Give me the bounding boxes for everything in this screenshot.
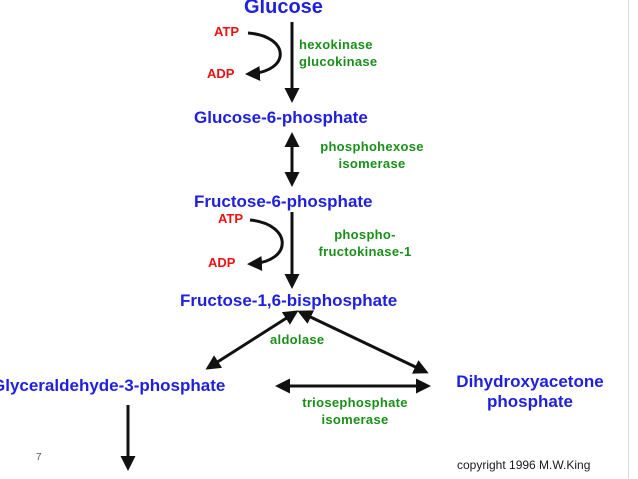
enzyme-phosphohexose: phosphohexose bbox=[320, 139, 424, 154]
enzyme-aldolase: aldolase bbox=[270, 332, 325, 347]
copyright-text: copyright 1996 M.W.King bbox=[457, 458, 591, 472]
enzyme-isomerase-1: isomerase bbox=[338, 156, 406, 171]
enzyme-hexokinase: hexokinase bbox=[299, 37, 373, 52]
cofactor-atp-1: ATP bbox=[214, 24, 240, 39]
arrow-f16bp-gap bbox=[205, 310, 299, 370]
slide-edge-divider bbox=[628, 0, 629, 479]
cofactor-atp-2: ATP bbox=[218, 211, 244, 226]
metabolite-glucose: Glucose bbox=[244, 0, 323, 18]
enzyme-fructokinase-1: fructokinase-1 bbox=[318, 244, 412, 259]
enzyme-glucokinase: glucokinase bbox=[299, 54, 378, 69]
page-number: 7 bbox=[36, 452, 42, 463]
enzyme-phosphofructokinase-1: phospho- fructokinase-1 bbox=[300, 228, 430, 258]
enzyme-phospho: phospho- bbox=[334, 227, 396, 242]
dhap-line-2: phosphate bbox=[487, 392, 573, 411]
metabolite-dihydroxyacetone-phosphate: Dihydroxyacetone phosphate bbox=[432, 373, 628, 410]
arrow-atp-adp-1 bbox=[245, 31, 282, 81]
metabolite-fructose-6-phosphate: Fructose-6-phosphate bbox=[194, 192, 373, 211]
metabolite-glucose-6-phosphate: Glucose-6-phosphate bbox=[194, 108, 368, 127]
enzyme-hexokinase-glucokinase: hexokinase glucokinase bbox=[299, 38, 377, 68]
enzyme-triosephosphate-isomerase: triosephosphate isomerase bbox=[282, 396, 428, 426]
metabolite-glyceraldehyde-3-phosphate: Glyceraldehyde-3-phosphate bbox=[0, 376, 226, 395]
arrow-atp-adp-2 bbox=[247, 218, 284, 271]
dhap-line-1: Dihydroxyacetone bbox=[456, 372, 604, 391]
enzyme-isomerase-2: isomerase bbox=[321, 412, 389, 427]
arrow-f16bp-dhap bbox=[297, 310, 429, 374]
cofactor-adp-2: ADP bbox=[208, 255, 236, 270]
enzyme-phosphohexose-isomerase: phosphohexose isomerase bbox=[302, 140, 442, 170]
cofactor-adp-1: ADP bbox=[207, 66, 235, 81]
metabolite-fructose-1-6-bisphosphate: Fructose-1,6-bisphosphate bbox=[180, 291, 398, 310]
enzyme-triosephosphate: triosephosphate bbox=[302, 395, 408, 410]
